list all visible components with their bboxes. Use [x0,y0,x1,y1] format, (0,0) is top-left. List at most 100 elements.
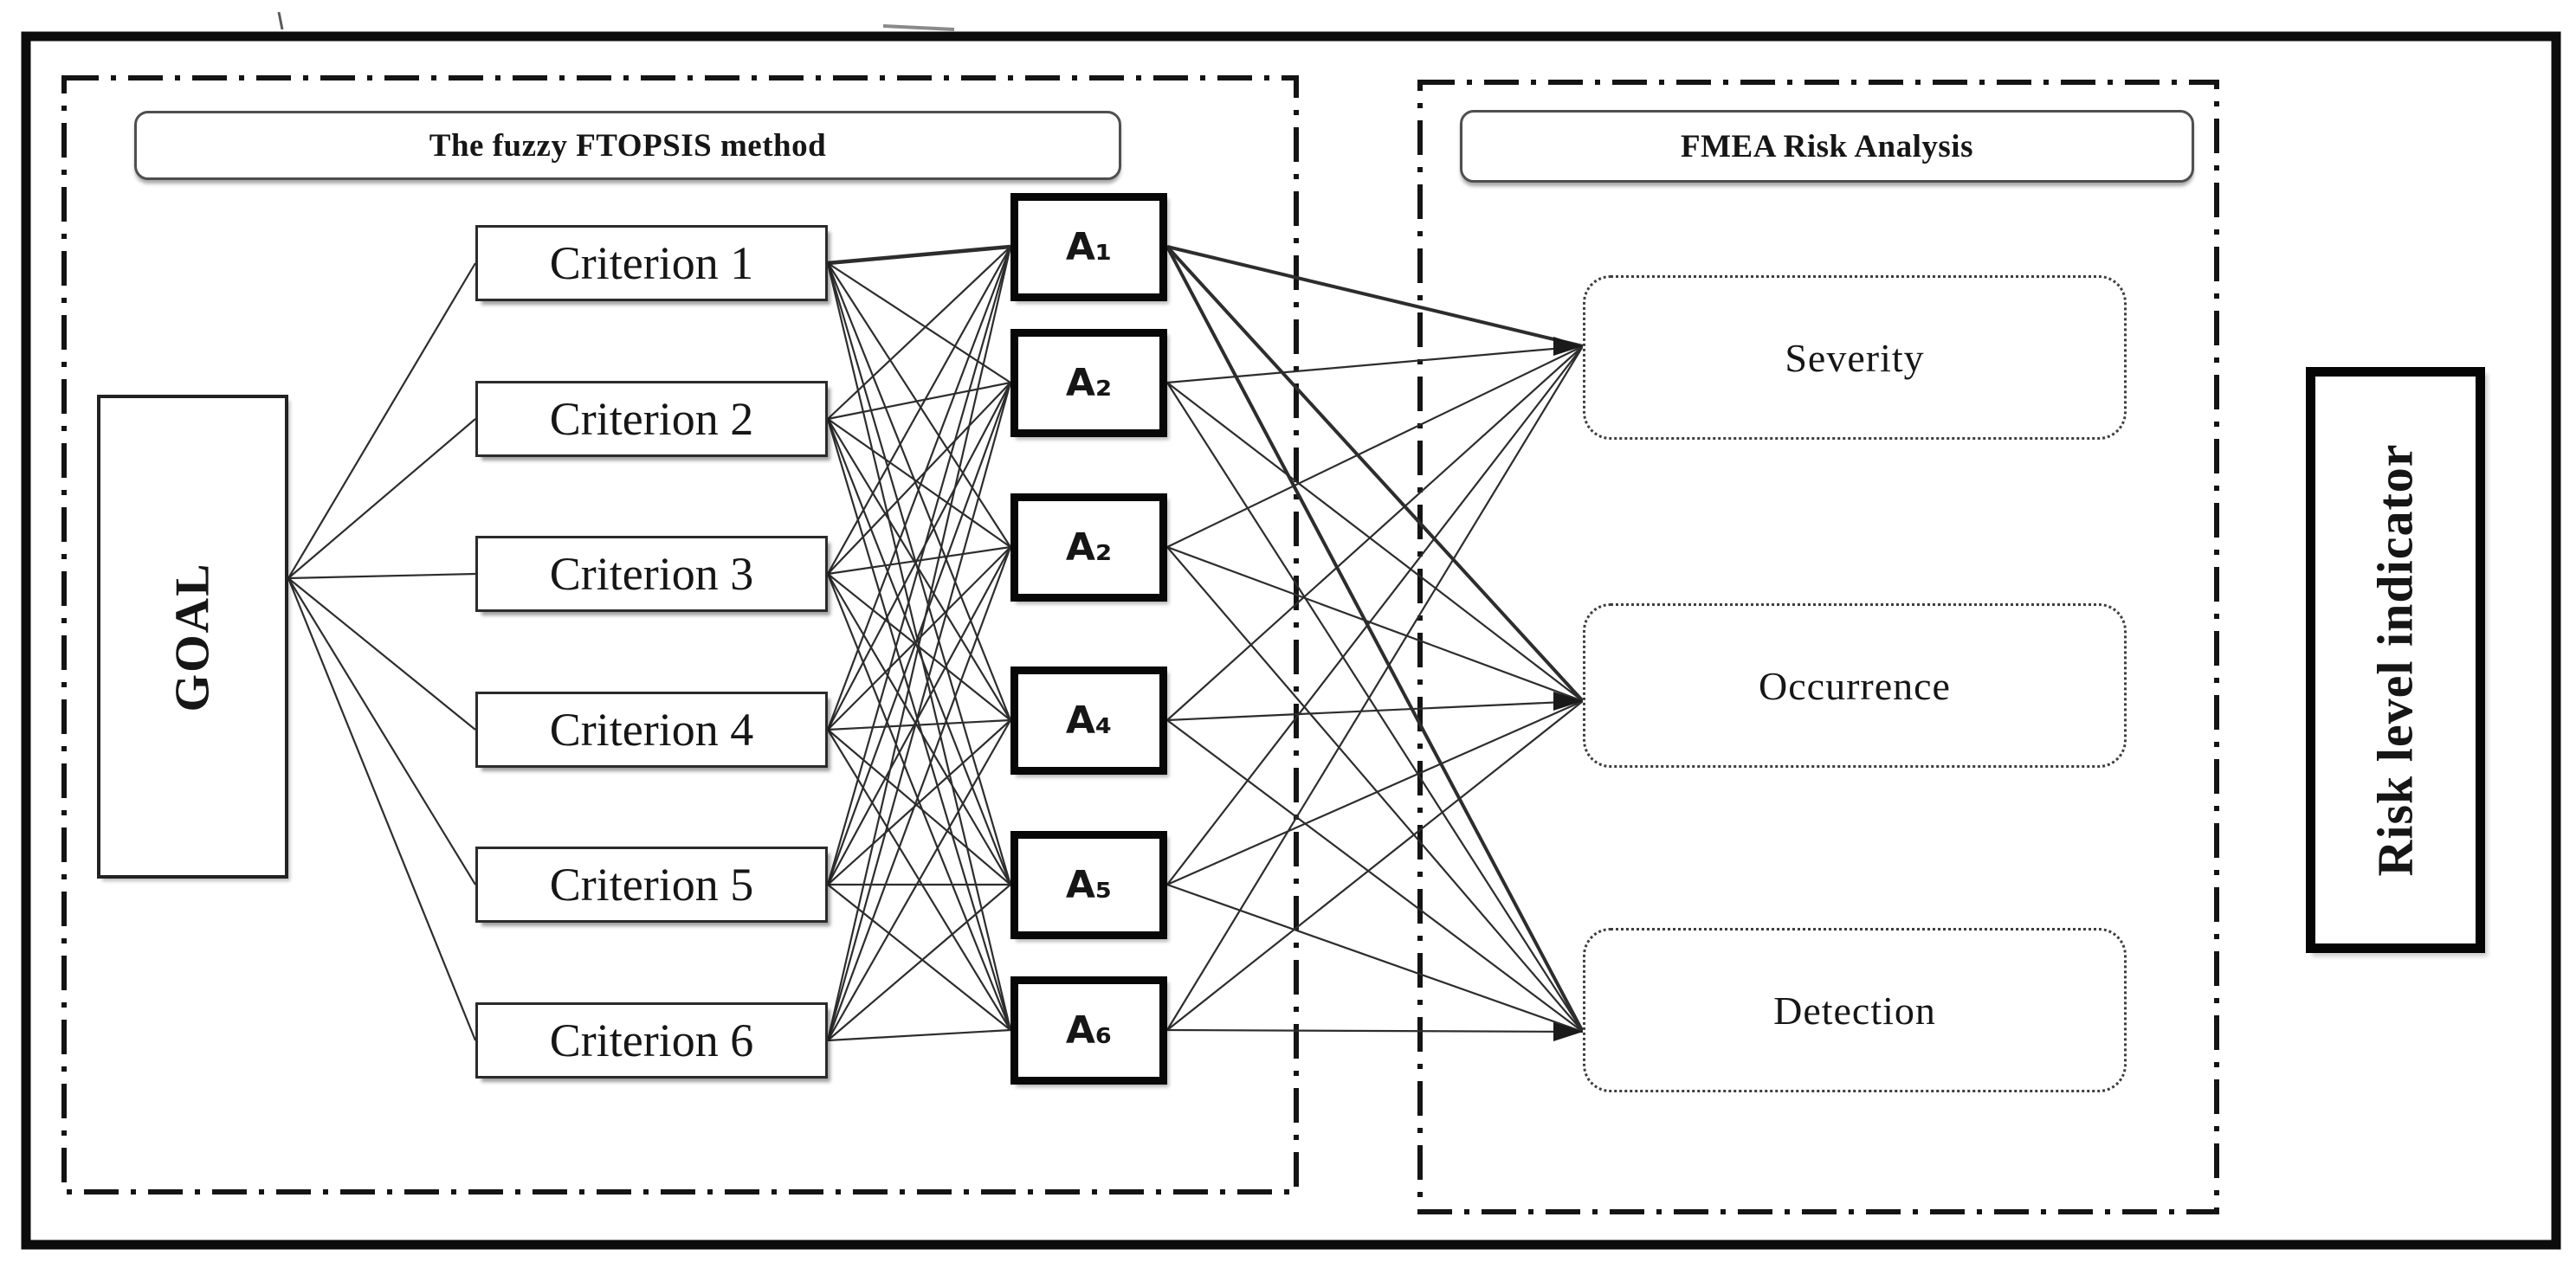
fmea-title-label: FMEA Risk Analysis [1681,128,1973,164]
connector-line [827,262,1011,383]
connector-line [1166,345,1584,548]
connector-line [826,418,1012,885]
fmea-title-box: FMEA Risk Analysis [1460,110,2194,183]
alternative-label: A₅ [1065,863,1113,907]
connector-line [826,382,1012,885]
criterion-box-4: Criterion 4 [475,692,828,768]
criterion-label: Criterion 6 [549,1014,754,1066]
connector-line [827,246,1011,575]
connector-line [827,546,1011,885]
connector-line [827,546,1011,731]
scan-artifact [882,24,955,31]
connector-line [827,884,1011,1031]
connector-line [1166,382,1584,702]
connector-line [287,577,477,1041]
connector-line [1166,699,1584,886]
connector-line [826,246,1012,885]
connector-line [1166,545,1584,703]
arrowhead-icon [1553,692,1583,711]
connector-line [827,884,1011,1041]
goal-box: GOAL [97,395,288,879]
goal-label: GOAL [165,562,220,712]
connector-line [827,418,1011,721]
criterion-label: Criterion 5 [549,859,754,911]
connector-line [287,577,476,731]
risk-indicator-label: Risk level indicator [2367,443,2424,877]
connector-line [1166,382,1584,1033]
connector-line [827,545,1011,576]
alternative-label: A₆ [1065,1008,1113,1053]
alternative-label: A₂ [1065,361,1113,405]
fmea-region-border [1417,80,2219,1214]
factor-box-severity: Severity [1583,275,2127,440]
connector-line [1166,699,1584,722]
connector-line [1166,1028,1584,1034]
connector-line [826,382,1012,1041]
connector-line [826,262,1012,721]
connector-line [1166,345,1584,885]
connector-line [826,246,1012,731]
connector-line [287,262,476,579]
arrowhead-icon [1553,1022,1583,1041]
connector-line [1166,883,1584,1034]
connector-line [827,381,1011,421]
connector-line [287,572,476,580]
connector-line [1166,345,1584,1031]
connector-line [1166,345,1584,384]
scan-artifact [277,11,284,30]
connector-line [827,729,1011,885]
alternative-label: A₁ [1065,225,1113,269]
risk-indicator-box: Risk level indicator [2306,367,2485,953]
alternative-box-1: A₁ [1010,193,1167,301]
connector-line [827,573,1011,885]
connector-line [1166,700,1584,1031]
criterion-label: Criterion 3 [549,548,754,600]
connector-line [827,262,1011,548]
connector-line [827,382,1011,575]
criterion-label: Criterion 4 [549,704,754,756]
alternative-box-6: A₆ [1010,976,1167,1085]
connector-line [1166,546,1584,1033]
connector-line [827,418,1011,548]
factor-label-severity: Severity [1785,335,1925,380]
criterion-box-3: Criterion 3 [475,536,828,612]
factor-label-detection: Detection [1773,988,1936,1033]
connector-line [827,719,1011,885]
outer-frame-border [21,31,2561,1250]
criterion-box-5: Criterion 5 [475,847,828,923]
arrowhead-icon [1553,337,1583,356]
connector-line [827,244,1011,266]
connector-line [1166,245,1584,348]
connector-line [287,418,476,579]
factor-box-occurrence: Occurrence [1583,603,2127,768]
connector-line [826,246,1012,1041]
connector-line [1165,246,1585,1033]
alternative-box-3: A₂ [1010,493,1167,602]
connector-line [827,719,1011,1041]
connector-line [827,382,1011,731]
connector-line [826,262,1012,885]
criterion-label: Criterion 1 [549,237,754,289]
connector-line [827,1028,1011,1042]
ftopsis-title-box: The fuzzy FTOPSIS method [134,111,1121,180]
alternative-box-2: A₂ [1010,329,1167,437]
connector-line [827,718,1011,731]
connector-line [1165,245,1585,703]
connector-line [827,246,1011,420]
criterion-box-2: Criterion 2 [475,381,828,457]
factor-label-occurrence: Occurrence [1759,663,1951,708]
connector-line [287,577,476,885]
connector-line [826,546,1012,1041]
alternative-box-4: A₄ [1010,666,1167,775]
criterion-label: Criterion 2 [549,393,754,445]
ftopsis-region-border [61,75,1299,1195]
alternative-box-5: A₅ [1010,831,1167,939]
criterion-box-1: Criterion 1 [475,225,828,301]
alternative-label: A₂ [1065,525,1113,570]
connector-line [1166,719,1584,1033]
connector-line [1166,345,1584,721]
criterion-box-6: Criterion 6 [475,1002,828,1079]
alternative-label: A₄ [1065,699,1113,743]
